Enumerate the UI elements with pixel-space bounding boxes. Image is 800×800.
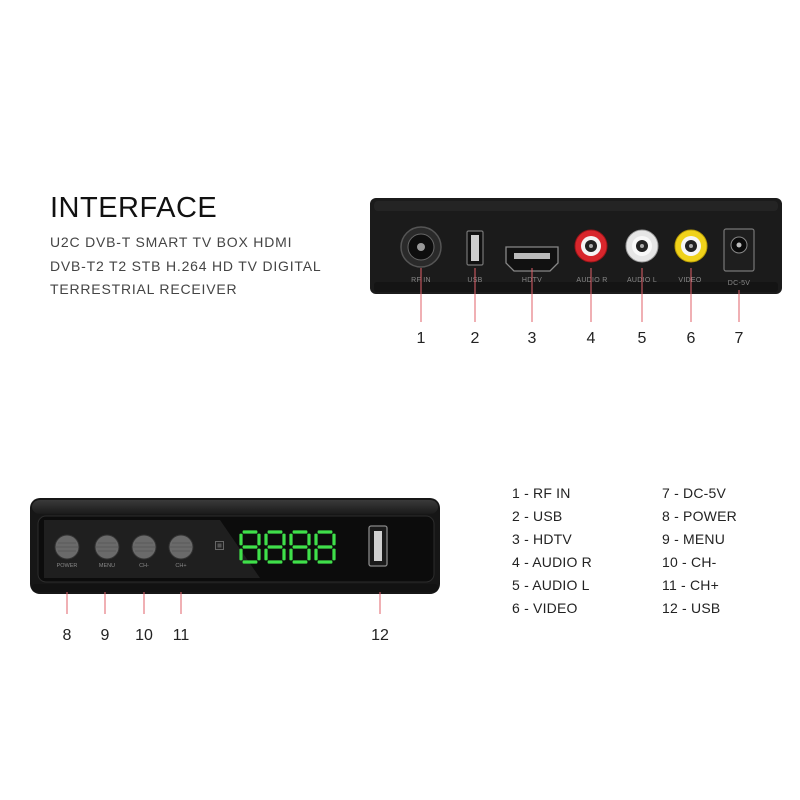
led-segment — [267, 560, 283, 564]
button-label-menu: MENU — [98, 563, 116, 569]
power-button[interactable] — [54, 534, 80, 560]
subtitle-line-2: DVB-T2 T2 STB H.264 HD TV DIGITAL — [50, 258, 322, 274]
callout-number-7: 7 — [734, 330, 744, 347]
legend-item: 10 - CH- — [662, 554, 717, 570]
callout-number-11: 11 — [172, 627, 190, 644]
led-segment — [314, 548, 318, 561]
callout-number-1: 1 — [416, 330, 426, 347]
led-segment — [242, 560, 258, 564]
callout-number-8: 8 — [62, 627, 72, 644]
dc-jack-icon — [723, 228, 755, 272]
subtitle-line-1: U2C DVB-T SMART TV BOX HDMI — [50, 234, 293, 250]
led-segment — [307, 533, 311, 546]
port-label-video: VIDEO — [678, 277, 702, 284]
led-segment — [239, 533, 243, 546]
legend-item: 7 - DC-5V — [662, 485, 727, 501]
led-segment — [332, 548, 336, 561]
ch-minus-button[interactable] — [131, 534, 157, 560]
rca-red-port-icon — [574, 229, 608, 263]
callout-number-12: 12 — [371, 627, 389, 644]
led-segment — [292, 530, 308, 534]
led-segment — [239, 548, 243, 561]
coax-port-icon — [400, 226, 442, 268]
led-segment — [282, 533, 286, 546]
legend-item: 5 - AUDIO L — [512, 577, 590, 593]
front-panel — [30, 498, 440, 596]
led-segment — [242, 545, 258, 549]
led-segment — [257, 548, 261, 561]
ch-plus-button[interactable] — [168, 534, 194, 560]
legend-item: 12 - USB — [662, 600, 721, 616]
legend-item: 11 - CH+ — [662, 577, 719, 593]
led-segment — [317, 530, 333, 534]
callout-number-3: 3 — [527, 330, 537, 347]
callout-number-6: 6 — [686, 330, 696, 347]
led-segment — [292, 545, 308, 549]
led-segment — [242, 530, 258, 534]
front-usb-port-icon — [368, 525, 388, 567]
led-segment — [264, 533, 268, 546]
port-label-dc-5v: DC-5V — [727, 280, 751, 287]
page-title: INTERFACE — [50, 192, 218, 224]
legend-item: 4 - AUDIO R — [512, 554, 592, 570]
button-label-ch-plus: CH+ — [175, 563, 187, 569]
menu-button[interactable] — [94, 534, 120, 560]
led-segment — [282, 548, 286, 561]
callout-number-10: 10 — [135, 627, 153, 644]
callout-number-2: 2 — [470, 330, 480, 347]
button-label-power: POWER — [56, 563, 78, 569]
callout-number-5: 5 — [637, 330, 647, 347]
callout-number-4: 4 — [586, 330, 596, 347]
legend-item: 8 - POWER — [662, 508, 737, 524]
led-segment — [267, 530, 283, 534]
legend-item: 2 - USB — [512, 508, 563, 524]
hdmi-port-icon — [504, 245, 560, 273]
subtitle-line-3: TERRESTRIAL RECEIVER — [50, 281, 238, 297]
port-label-audio-r: AUDIO R — [576, 277, 608, 284]
button-label-ch-minus: CH- — [139, 563, 149, 569]
led-segment — [332, 533, 336, 546]
rca-white-port-icon — [625, 229, 659, 263]
legend-item: 3 - HDTV — [512, 531, 572, 547]
led-segment — [289, 533, 293, 546]
legend-item: 1 - RF IN — [512, 485, 571, 501]
legend-item: 6 - VIDEO — [512, 600, 578, 616]
led-segment — [314, 533, 318, 546]
led-segment — [317, 560, 333, 564]
front-callout-lines — [30, 590, 410, 620]
legend-left: 1 - RF IN 2 - USB 3 - HDTV 4 - AUDIO R 5… — [512, 485, 592, 623]
led-segment — [307, 548, 311, 561]
led-segment — [257, 533, 261, 546]
led-segment — [317, 545, 333, 549]
callout-number-9: 9 — [100, 627, 110, 644]
led-segment — [267, 545, 283, 549]
led-display — [238, 528, 340, 566]
legend-item: 9 - MENU — [662, 531, 726, 547]
rca-yellow-port-icon — [674, 229, 708, 263]
usb-port-icon — [466, 230, 484, 266]
legend-right: 7 - DC-5V 8 - POWER 9 - MENU 10 - CH- 11… — [662, 485, 737, 623]
led-segment — [292, 560, 308, 564]
ir-sensor-icon — [215, 541, 224, 550]
led-segment — [264, 548, 268, 561]
back-callout-lines — [370, 260, 782, 328]
led-segment — [289, 548, 293, 561]
